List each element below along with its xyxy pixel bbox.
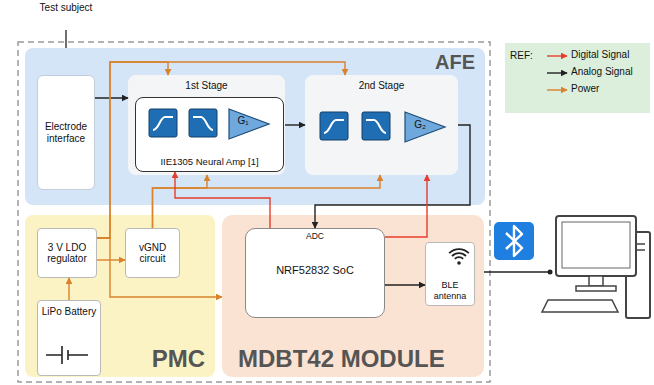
signal-connector <box>97 259 125 260</box>
link-dot <box>548 270 553 275</box>
legend-row: Digital Signal <box>571 49 629 61</box>
filter-curve <box>324 120 344 133</box>
block-box: ADC NRF52832 SoC <box>245 228 385 318</box>
keyboard <box>542 300 618 312</box>
filter-block <box>320 112 348 140</box>
label-holder: Test subject <box>36 2 96 14</box>
legend-text: Analog Signal <box>571 66 633 78</box>
legend-sample <box>547 89 567 90</box>
wireless-waves <box>457 261 461 265</box>
region-panel: 1st StageIIE1305 Neural Amp [1] <box>128 75 285 175</box>
block-box: IIE1305 Neural Amp [1] <box>135 97 284 172</box>
wireless-waves <box>454 256 464 259</box>
bluetooth-glyph <box>506 226 522 256</box>
legend-text: Digital Signal <box>571 49 629 61</box>
legend-text: Power <box>571 83 599 95</box>
block-label: ADC <box>306 232 324 242</box>
region-title: 1st Stage <box>185 80 227 92</box>
computer-monitor <box>556 216 636 276</box>
gain-label: G₁ <box>232 115 254 127</box>
signal-connector <box>315 125 470 228</box>
block-label: NRF52832 SoC <box>276 264 354 277</box>
legend-row: Power <box>571 83 599 95</box>
block-label: LiPo Battery <box>42 306 96 318</box>
filter-block <box>189 109 217 137</box>
filter-block <box>149 109 177 137</box>
block-box: 2nd Stage <box>305 75 458 175</box>
signal-connector <box>97 62 168 238</box>
label-holder: G₂ <box>409 119 431 131</box>
block-label: 3 V LDO regulator <box>40 242 94 265</box>
signal-connector <box>385 284 425 285</box>
block-box: LiPo Battery <box>37 300 101 376</box>
label-holder: REF: <box>510 50 542 62</box>
signal-connector <box>385 175 427 237</box>
block-label: IIE1305 Neural Amp [1] <box>160 157 258 168</box>
block-box: BLE antenna <box>425 242 475 306</box>
block-box: vGND circuit <box>125 228 180 278</box>
block-label: vGND circuit <box>128 242 177 265</box>
input-label: Test subject <box>36 2 96 14</box>
monitor-screen <box>562 222 630 268</box>
battery-symbol <box>46 346 88 364</box>
label-holder: G₁ <box>232 115 254 127</box>
legend-panel <box>505 43 650 113</box>
signal-connector <box>95 97 128 98</box>
monitor-stand <box>589 276 603 286</box>
filter-curve <box>153 117 173 130</box>
signal-connector <box>175 172 270 228</box>
signal-connector <box>153 175 208 228</box>
region-title: PMC <box>152 345 205 373</box>
amplifier-symbol <box>405 112 445 142</box>
block-label: 2nd Stage <box>359 80 405 92</box>
region-panel: MDBT42 MODULE ADC NRF52832 SoC BLE antenna <box>222 215 484 377</box>
block-box: Electrode interface <box>37 75 95 190</box>
filter-block <box>362 112 390 140</box>
region-title: MDBT42 MODULE <box>238 345 445 373</box>
block-label: Electrode interface <box>41 121 91 144</box>
system-boundary <box>18 42 490 382</box>
region-title: AFE <box>435 51 475 74</box>
legend-sample <box>547 72 567 73</box>
signal-connector <box>97 238 222 297</box>
legend-heading: REF: <box>510 50 542 62</box>
signal-connector <box>153 175 381 228</box>
gain-label: G₂ <box>409 119 431 131</box>
region-panel: PMC 3 V LDO regulator vGND circuitLiPo Bat… <box>25 215 215 377</box>
amplifier-symbol <box>229 109 269 139</box>
bluetooth-icon <box>494 222 534 260</box>
signal-connector <box>68 278 69 300</box>
signal-connector <box>285 124 305 125</box>
block-box: 3 V LDO regulator <box>37 228 97 278</box>
legend-sample <box>547 55 567 56</box>
filter-curve <box>193 117 213 130</box>
filter-curve <box>366 120 386 133</box>
signal-connector <box>97 62 345 238</box>
wireless-waves <box>449 248 470 254</box>
legend-row: Analog Signal <box>571 66 633 78</box>
block-label: BLE antenna <box>428 280 472 301</box>
wireless-waves <box>451 252 466 256</box>
monitor-base <box>576 286 616 291</box>
